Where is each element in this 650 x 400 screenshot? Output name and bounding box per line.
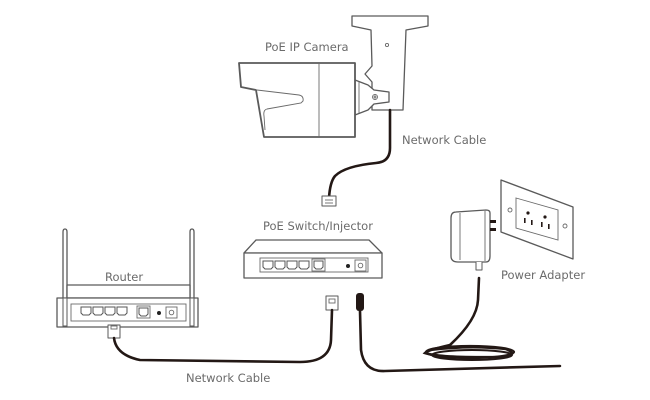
camera-body bbox=[238, 62, 356, 138]
label-poe-switch: PoE Switch/Injector bbox=[263, 219, 373, 233]
adapter-prong bbox=[490, 220, 496, 223]
poe-switch bbox=[243, 239, 383, 279]
router bbox=[56, 228, 199, 328]
ground-hole bbox=[526, 211, 530, 215]
cable-coil bbox=[422, 276, 516, 361]
router-network-cable bbox=[112, 308, 334, 364]
label-poe-ip-camera: PoE IP Camera bbox=[265, 40, 349, 54]
router-dc-jack bbox=[165, 306, 178, 319]
power-adapter-cable bbox=[358, 309, 562, 373]
label-router-network-cable: Network Cable bbox=[186, 371, 271, 385]
label-power-adapter: Power Adapter bbox=[501, 268, 586, 282]
joint-screw bbox=[372, 94, 378, 100]
router-top bbox=[66, 284, 191, 299]
router-led bbox=[157, 311, 161, 315]
dc-power-plug bbox=[356, 293, 364, 311]
label-camera-network-cable: Network Cable bbox=[402, 133, 487, 147]
wall-outlet bbox=[500, 179, 574, 260]
outlet-face bbox=[515, 197, 559, 241]
switch-top bbox=[243, 239, 383, 254]
adapter-body bbox=[450, 209, 491, 263]
router-ports bbox=[80, 305, 151, 319]
router-rj45-plug bbox=[107, 324, 121, 339]
outlet-plate bbox=[500, 179, 574, 260]
switch-rj45-plug bbox=[325, 295, 339, 311]
camera-joint bbox=[354, 79, 390, 116]
label-router: Router bbox=[105, 270, 144, 284]
power-adapter bbox=[450, 209, 496, 271]
mount-screw bbox=[384, 42, 390, 48]
ip-camera bbox=[238, 15, 429, 138]
switch-dc-jack bbox=[354, 259, 367, 272]
camera-rj45-plug bbox=[321, 195, 337, 207]
switch-led bbox=[346, 264, 350, 268]
camera-lens-hood bbox=[256, 89, 304, 131]
adapter-prong bbox=[490, 228, 496, 231]
switch-ports bbox=[262, 258, 326, 272]
ground-hole bbox=[543, 215, 547, 219]
camera-network-cable bbox=[327, 108, 392, 200]
